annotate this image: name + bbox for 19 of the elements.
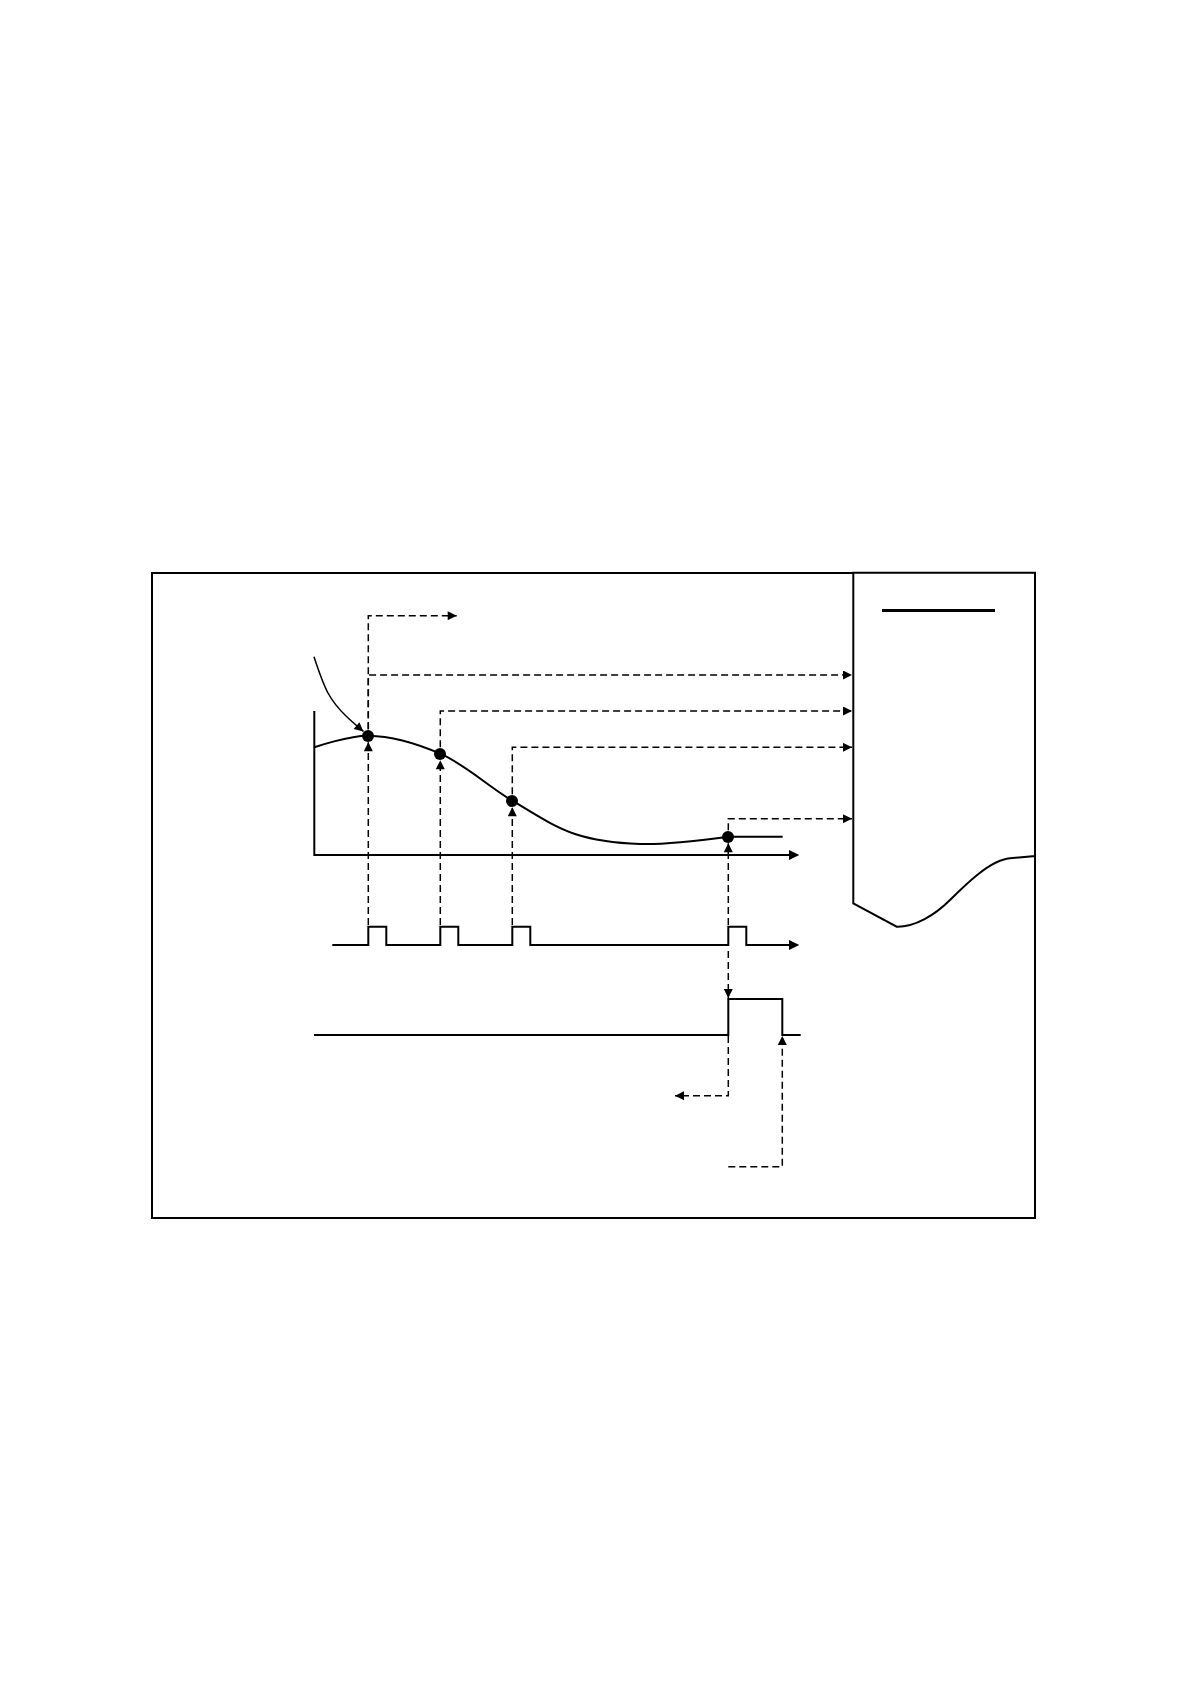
dashed-arrow (723, 950, 733, 999)
document-panel (852, 572, 1036, 928)
dashed-arrow (435, 759, 445, 926)
arrow (313, 655, 365, 733)
dashed-arrow (511, 742, 853, 795)
dashed-arrow (723, 842, 733, 926)
dashed-arrow (363, 741, 373, 926)
dashed-arrow (439, 706, 853, 748)
dashed-arrow (727, 814, 853, 831)
data-point (506, 794, 519, 807)
dashed-arrow (674, 1035, 730, 1101)
dashed-arrow (367, 670, 853, 730)
pulse-train-waveform (331, 925, 801, 951)
data-point (362, 729, 375, 742)
pulse-waveform (313, 998, 802, 1036)
dashed-arrow (507, 806, 517, 926)
data-point (434, 747, 447, 760)
dashed-arrow (727, 1035, 787, 1168)
data-point (722, 830, 735, 843)
